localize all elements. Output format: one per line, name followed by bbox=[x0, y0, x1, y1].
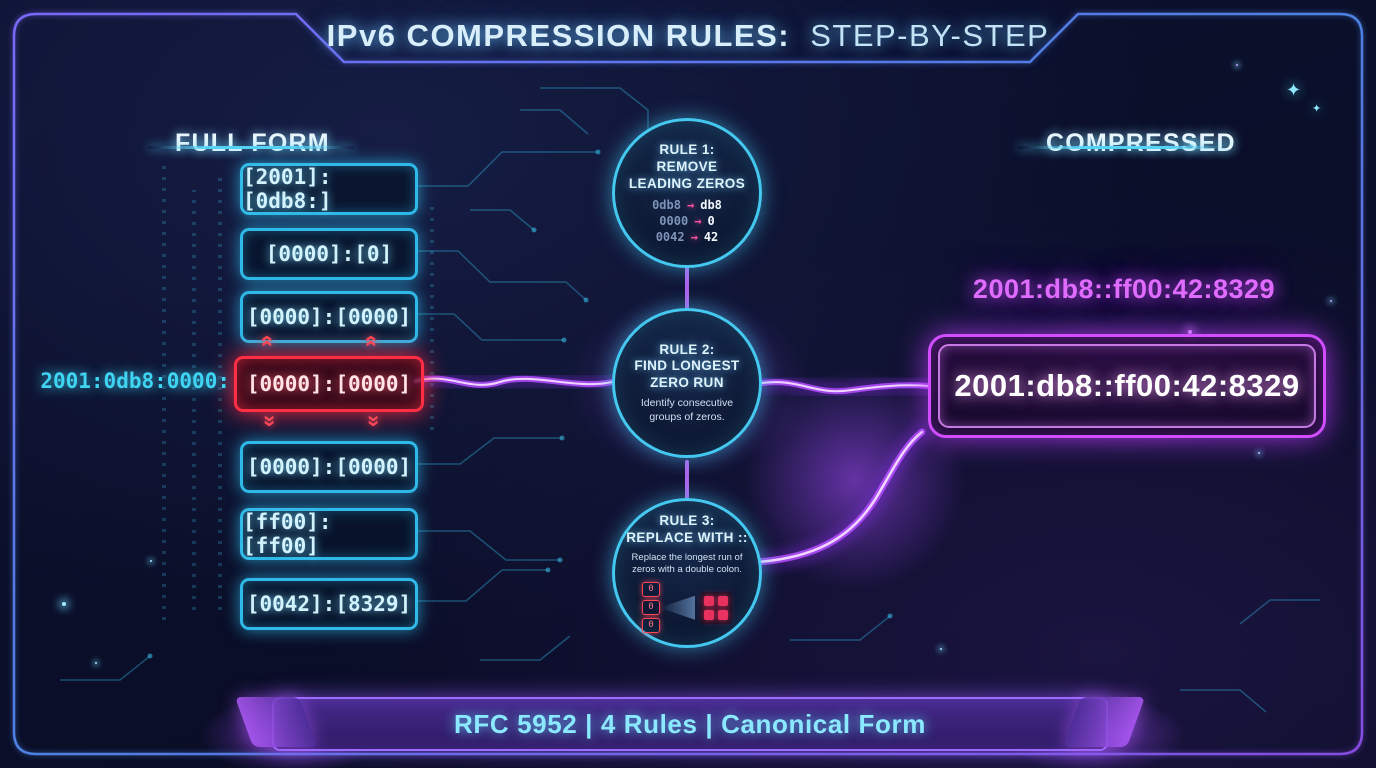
example-row: 0000 → 0 bbox=[652, 214, 722, 228]
rule-3-circle: RULE 3: REPLACE WITH :: Replace the long… bbox=[612, 498, 762, 648]
full-form-box: [2001]:[0db8:] bbox=[240, 163, 418, 215]
colon-dot bbox=[704, 595, 714, 606]
star-decoration bbox=[62, 602, 66, 606]
colon-dot bbox=[718, 609, 728, 620]
rule-2-description: Identify consecutive groups of zeros. bbox=[640, 397, 734, 423]
rule-2-circle: RULE 2: FIND LONGEST ZERO RUN Identify c… bbox=[612, 308, 762, 458]
zero-cell: 0 bbox=[642, 618, 660, 634]
rule-1-title: RULE 1: REMOVE LEADING ZEROS bbox=[629, 142, 745, 193]
footer-text: RFC 5952 | 4 Rules | Canonical Form bbox=[454, 708, 926, 739]
star-decoration bbox=[1330, 300, 1332, 302]
full-form-box: [0000]:[0000] bbox=[240, 291, 418, 343]
example-row: 0db8 → db8 bbox=[652, 198, 722, 212]
compressed-address-label: 2001:db8::ff00:42:8329 bbox=[972, 274, 1276, 304]
full-form-underline bbox=[148, 146, 354, 149]
hex-rain-decoration bbox=[218, 170, 222, 610]
star-decoration bbox=[1188, 330, 1192, 334]
zero-run-stack: 0 0 0 bbox=[642, 582, 660, 634]
rule-2-title-line: FIND LONGEST bbox=[634, 358, 740, 374]
compression-beam bbox=[665, 595, 695, 620]
rule-1-title-line: LEADING ZEROS bbox=[628, 175, 746, 191]
rule-2-title-line: ZERO RUN bbox=[650, 375, 724, 391]
rule-2-title-line: RULE 2: bbox=[659, 341, 715, 357]
star-decoration bbox=[940, 648, 942, 650]
compressed-heading: COMPRESSED bbox=[1046, 128, 1236, 157]
rule-3-graphic: 0 0 0 bbox=[642, 582, 732, 634]
example-to: db8 bbox=[700, 197, 722, 212]
arrow-icon: → bbox=[694, 213, 702, 228]
rule-1-examples: 0db8 → db8 0000 → 0 0042 → 42 bbox=[652, 198, 722, 244]
full-form-box: [0000]:[0000] bbox=[240, 441, 418, 493]
full-form-box: [0042]:[8329] bbox=[240, 578, 418, 630]
star-decoration bbox=[95, 662, 97, 664]
arrow-icon: → bbox=[686, 197, 695, 212]
rule-3-title-line: RULE 3: bbox=[659, 512, 715, 528]
rule-3-title-line: REPLACE WITH :: bbox=[626, 529, 748, 545]
full-form-box: [0000]:[0] bbox=[240, 228, 418, 280]
zero-cell: 0 bbox=[642, 600, 660, 616]
rule-3-title: RULE 3: REPLACE WITH :: bbox=[626, 513, 748, 547]
example-from: 0000 bbox=[659, 213, 689, 228]
chevron-down-icon: « bbox=[359, 414, 385, 428]
full-form-heading: FULL FORM bbox=[175, 128, 330, 157]
title-strong: IPv6 COMPRESSION RULES: bbox=[326, 18, 791, 53]
sparkle-icon: ✦ bbox=[1312, 103, 1322, 115]
colon-dot bbox=[718, 595, 728, 606]
example-to: 42 bbox=[703, 229, 719, 244]
compressed-result-text: 2001:db8::ff00:42:8329 bbox=[954, 368, 1300, 403]
rule-1-title-line: RULE 1: bbox=[659, 142, 715, 158]
rule-1-title-line: REMOVE bbox=[656, 159, 718, 175]
example-row: 0042 → 42 bbox=[652, 230, 722, 244]
full-form-box: [ff00]: [ff00] bbox=[240, 508, 418, 560]
rule-2-title: RULE 2: FIND LONGEST ZERO RUN bbox=[634, 342, 739, 393]
chevron-down-icon: « bbox=[255, 414, 281, 428]
hex-rain-decoration bbox=[430, 200, 434, 430]
star-decoration bbox=[1190, 142, 1194, 146]
compressed-underline bbox=[1018, 146, 1234, 149]
full-address-prefix: 2001:0db8:0000: bbox=[40, 369, 230, 393]
star-decoration bbox=[1258, 452, 1260, 454]
hex-rain-decoration bbox=[192, 190, 196, 610]
example-to: 0 bbox=[707, 213, 715, 228]
compressed-result-box: 2001:db8::ff00:42:8329 bbox=[928, 334, 1326, 438]
rule-1-circle: RULE 1: REMOVE LEADING ZEROS 0db8 → db8 … bbox=[612, 118, 762, 268]
title-light: STEP-BY-STEP bbox=[810, 18, 1050, 53]
sparkle-icon: ✦ bbox=[1286, 80, 1302, 100]
hex-rain-decoration bbox=[162, 160, 166, 620]
arrow-icon: → bbox=[690, 229, 698, 244]
star-decoration bbox=[1236, 64, 1238, 66]
zero-cell: 0 bbox=[642, 582, 660, 598]
rule-3-description: Replace the longest run of zeros with a … bbox=[631, 551, 743, 575]
example-from: 0db8 bbox=[652, 197, 681, 212]
colon-dot bbox=[704, 609, 714, 620]
full-form-box-highlighted: [0000]:[0000] bbox=[234, 356, 424, 412]
footer-bar: RFC 5952 | 4 Rules | Canonical Form bbox=[272, 697, 1108, 751]
double-colon-icon bbox=[700, 591, 732, 624]
example-from: 0042 bbox=[655, 229, 685, 244]
page-title: IPv6 COMPRESSION RULES: STEP-BY-STEP bbox=[0, 18, 1376, 54]
chevron-up-icon: « bbox=[256, 334, 282, 348]
chevron-up-icon: « bbox=[360, 334, 386, 348]
star-decoration bbox=[150, 560, 152, 562]
